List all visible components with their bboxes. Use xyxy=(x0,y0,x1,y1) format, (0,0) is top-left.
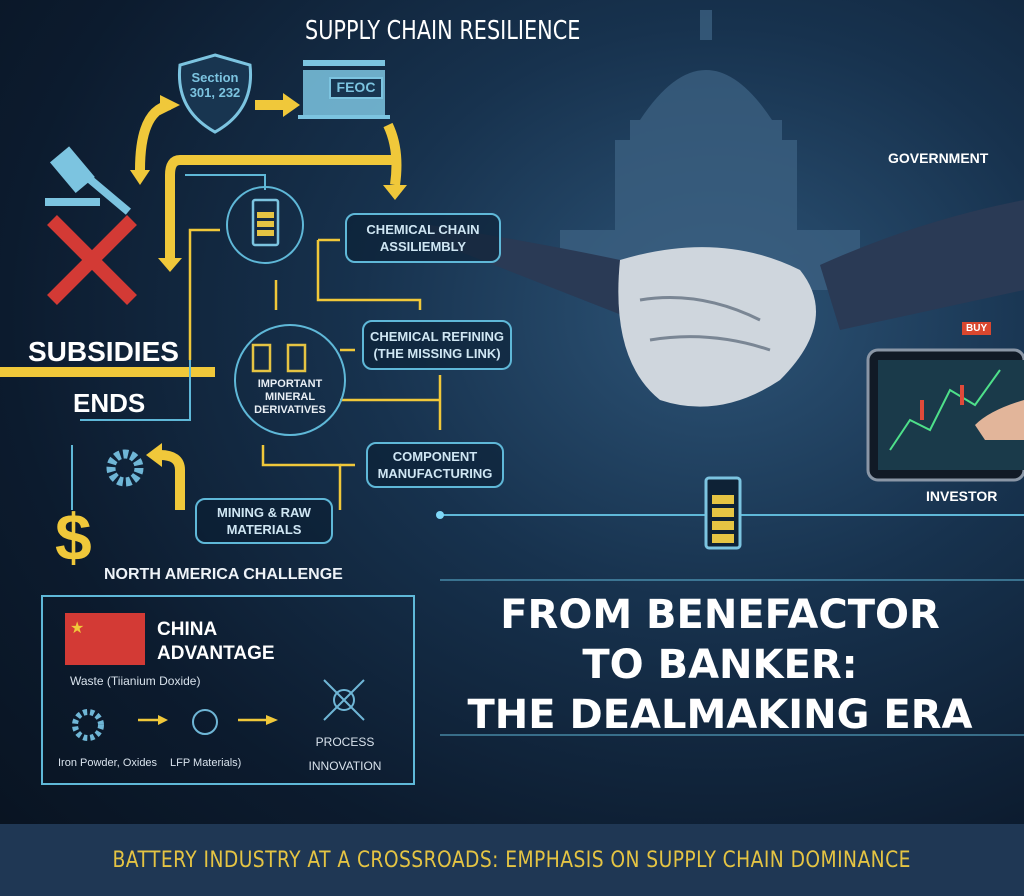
diagram-graphics: $ ★ xyxy=(0,10,1024,741)
lfp-molecule-icon xyxy=(192,709,218,735)
china-flag-icon xyxy=(65,613,145,665)
feoc-label: FEOC xyxy=(336,79,376,95)
buy-badge: BUY xyxy=(962,322,992,335)
government-label: GOVERNMENT xyxy=(888,150,989,166)
china-title-line1: CHINA xyxy=(157,619,218,640)
process-line2: INNOVATION xyxy=(308,759,382,773)
footer-banner: BATTERY INDUSTRY AT A CROSSROADS: EMPHAS… xyxy=(0,824,1024,896)
gear-icon xyxy=(106,449,144,487)
box-chemical-chain: CHEMICAL CHAIN ASSILIEMBLY xyxy=(345,213,501,263)
lfp-label: LFP Materials) xyxy=(170,757,242,769)
main-title-line2: TO BANKER: xyxy=(582,642,858,688)
gavel-icon xyxy=(45,146,131,215)
subsidies-label: SUBSIDIES xyxy=(28,336,179,367)
shield-icon xyxy=(177,53,253,134)
box-chemical-refining: CHEMICAL REFINING (THE MISSING LINK) xyxy=(362,320,512,370)
tablet-chart-icon xyxy=(866,348,1024,482)
investor-label: INVESTOR xyxy=(926,488,998,504)
dollar-icon: $ xyxy=(55,500,92,574)
process-innovation-icon xyxy=(323,679,365,721)
battery-icon xyxy=(251,198,280,247)
header-title: SUPPLY CHAIN RESILIENCE xyxy=(305,16,581,46)
gears-dollar-icon xyxy=(72,709,104,741)
footer-text: BATTERY INDUSTRY AT A CROSSROADS: EMPHAS… xyxy=(112,847,912,873)
box-mining-raw-materials: MINING & RAW MATERIALS xyxy=(195,498,333,544)
process-line1: PROCESS xyxy=(315,735,375,749)
main-title-line1: FROM BENEFACTOR xyxy=(500,592,940,638)
process-innovation-label: PROCESS INNOVATION xyxy=(300,730,390,778)
waste-label: Waste (Tiianium Doxide) xyxy=(70,674,201,688)
main-title: FROM BENEFACTOR TO BANKER: THE DEALMAKIN… xyxy=(440,590,1000,740)
china-advantage-title: CHINA ADVANTAGE xyxy=(157,618,275,666)
china-advantage-panel xyxy=(41,595,415,785)
iron-label: Iron Powder, Oxides xyxy=(58,757,158,769)
china-title-line2: ADVANTAGE xyxy=(157,643,275,664)
box-component-manufacturing: COMPONENT MANUFACTURING xyxy=(366,442,504,488)
svg-text:★: ★ xyxy=(70,618,84,637)
center-node-label: IMPORTANT MINERAL DERIVATIVES xyxy=(254,378,326,416)
main-title-line3: THE DEALMAKING ERA xyxy=(467,692,973,738)
red-x-icon xyxy=(47,215,137,305)
arrowheads xyxy=(130,93,407,467)
shield-label: Section 301, 232 xyxy=(189,70,241,100)
north-america-challenge: NORTH AMERICA CHALLENGE xyxy=(104,566,343,583)
ends-label: ENDS xyxy=(73,388,146,418)
